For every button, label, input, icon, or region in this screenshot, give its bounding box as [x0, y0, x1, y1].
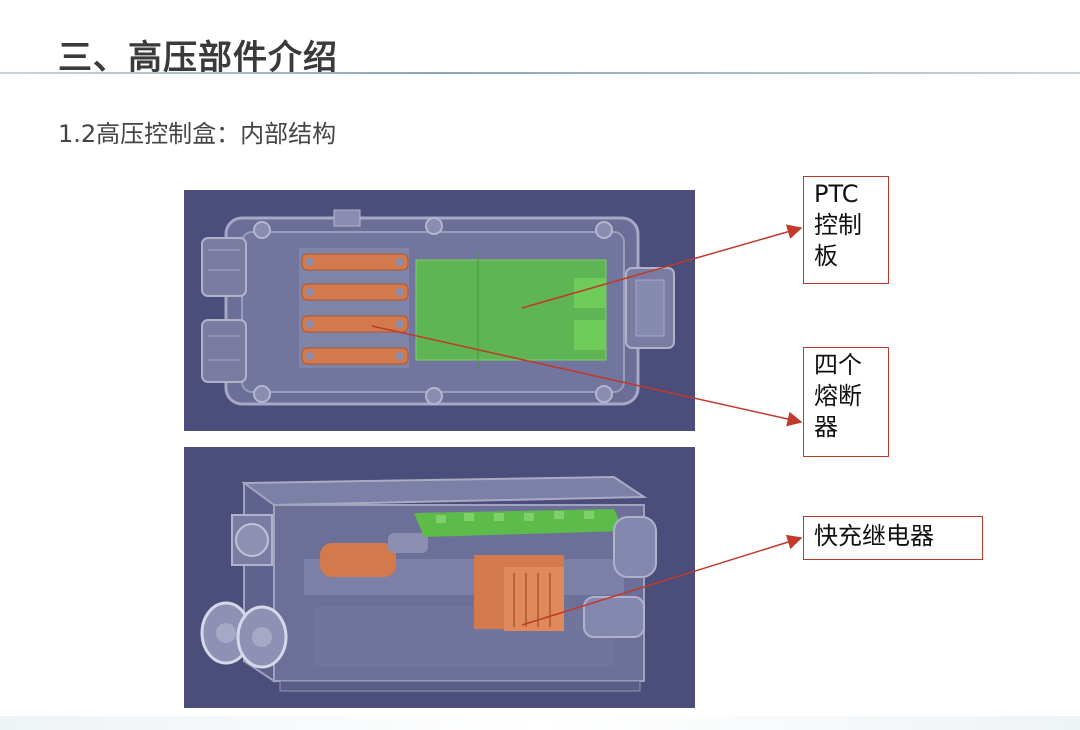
callout-ptc-line-2: 控制 — [814, 211, 862, 239]
callout-fuse-line-2: 熔断 — [814, 382, 862, 410]
title-divider — [0, 72, 1080, 74]
slide-title: 三、高压部件介绍 — [58, 38, 338, 78]
slide-subtitle: 1.2高压控制盒：内部结构 — [58, 120, 337, 148]
footer-band — [0, 716, 1080, 730]
callout-ptc-line-1: PTC — [814, 180, 859, 208]
callout-fast-charge-relay: 快充继电器 — [803, 516, 983, 560]
callout-fuse-line-3: 器 — [814, 413, 838, 441]
callout-fuse-line-1: 四个 — [814, 351, 862, 379]
callout-four-fuses: 四个 熔断 器 — [803, 347, 889, 457]
callout-ptc-control-board: PTC 控制 板 — [803, 176, 889, 284]
perspective-view-figure — [184, 447, 695, 708]
callout-ptc-line-3: 板 — [814, 242, 838, 270]
top-view-figure — [184, 190, 695, 431]
